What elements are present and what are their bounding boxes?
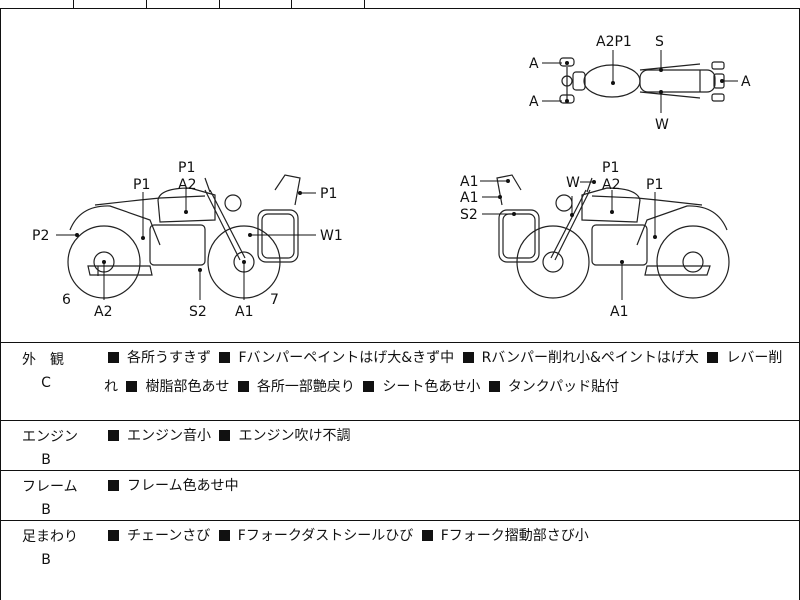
condition-item: シート色あせ小	[382, 379, 481, 395]
condition-item: タンクパッド貼付	[507, 379, 620, 395]
diagram-label: P2	[32, 228, 49, 244]
section-category: エンジン B	[0, 426, 92, 472]
top-view-motorcycle	[559, 57, 725, 104]
diagram-label: W	[655, 117, 669, 133]
section-name: フレーム	[22, 479, 78, 495]
bullet-square-icon	[108, 480, 119, 491]
left-view-motorcycle	[67, 174, 301, 299]
diagram-label: 7	[270, 292, 279, 308]
row-divider	[0, 520, 800, 521]
section-category: 外 観 C	[0, 349, 92, 395]
bullet-square-icon	[488, 381, 500, 392]
diagram-label: P1	[133, 177, 150, 193]
condition-item: チェーンさび	[127, 528, 211, 544]
diagram-label: P1	[178, 160, 195, 176]
section-category: 足まわり B	[0, 526, 92, 572]
bullet-square-icon	[421, 530, 433, 541]
section-grade: B	[41, 502, 51, 518]
diagram-label: S	[655, 34, 664, 50]
condition-item: フレーム色あせ中	[127, 478, 239, 494]
bullet-square-icon	[108, 352, 119, 363]
diagram-label: P1	[646, 177, 663, 193]
section-items: 各所うすきず Fバンパーペイントはげ大&きず中 Rバンパー削れ小&ペイントはげ大…	[104, 344, 784, 402]
bullet-square-icon	[219, 352, 231, 363]
diagram-label: S2	[189, 304, 207, 320]
diagram-label: A2	[602, 177, 620, 193]
section-name: 外 観	[22, 352, 64, 368]
diagram-label: A2	[94, 304, 112, 320]
bullet-square-icon	[707, 352, 719, 363]
section-name: 足まわり	[22, 529, 78, 545]
diagram-label: A1	[460, 174, 478, 190]
diagram-label: A	[529, 56, 539, 72]
condition-item: 樹脂部色あせ	[145, 379, 230, 395]
bullet-square-icon	[363, 381, 375, 392]
diagram-label: W	[566, 175, 580, 191]
section-engine: エンジン B エンジン音小 エンジン吹け不調	[0, 421, 800, 469]
bullet-square-icon	[237, 381, 249, 392]
section-exterior: 外 観 C 各所うすきず Fバンパーペイントはげ大&きず中 Rバンパー削れ小&ペ…	[0, 343, 800, 419]
diagram-label: P1	[320, 186, 337, 202]
section-category: フレーム B	[0, 476, 92, 522]
bullet-square-icon	[219, 430, 231, 441]
section-items: チェーンさび Fフォークダストシールひび Fフォーク摺動部さび小	[104, 522, 784, 551]
diagram-label: 6	[62, 292, 71, 308]
header-divider	[146, 0, 147, 8]
bullet-square-icon	[126, 381, 138, 392]
bullet-square-icon	[218, 530, 230, 541]
condition-item: Fフォーク摺動部さび小	[440, 528, 589, 544]
section-suspension: 足まわり B チェーンさび Fフォークダストシールひび Fフォーク摺動部さび小	[0, 521, 800, 600]
section-grade: C	[41, 375, 51, 391]
row-divider	[0, 470, 800, 471]
row-divider	[0, 420, 800, 421]
right-view-motorcycle	[496, 174, 730, 299]
bullet-square-icon	[462, 352, 474, 363]
condition-item: エンジン吹け不調	[238, 428, 351, 444]
left-border	[0, 8, 1, 600]
header-divider	[291, 0, 292, 8]
bullet-square-icon	[108, 530, 119, 541]
diagram-label: A1	[235, 304, 253, 320]
section-grade: B	[41, 552, 51, 568]
section-grade: B	[41, 452, 51, 468]
header-divider	[73, 0, 74, 8]
diagram-label: S2	[460, 207, 478, 223]
condition-item: Fフォークダストシールひび	[237, 528, 414, 544]
condition-item: 各所一部艶戻り	[256, 379, 355, 395]
motorcycle-damage-diagram: A A A2P1 S A W P1 A2 P1 P1 P2 W1 6 A2 S2…	[32, 34, 751, 320]
diagram-label: A	[529, 94, 539, 110]
diagram-label: W1	[320, 228, 343, 244]
condition-item: Rバンパー削れ小&ペイントはげ大	[481, 350, 699, 366]
condition-item: エンジン音小	[127, 428, 211, 444]
header-divider	[364, 0, 365, 8]
header-divider	[219, 0, 220, 8]
section-items: フレーム色あせ中	[104, 472, 784, 501]
condition-item: 各所うすきず	[127, 350, 211, 366]
bullet-square-icon	[108, 430, 119, 441]
section-items: エンジン音小 エンジン吹け不調	[104, 422, 784, 451]
diagram-label: A1	[610, 304, 628, 320]
diagram-label: A2	[178, 177, 196, 193]
header-bottom-line	[0, 8, 800, 9]
diagram-label: P1	[602, 160, 619, 176]
section-name: エンジン	[22, 429, 78, 445]
diagram-bottom-line	[0, 342, 800, 343]
condition-item: Fバンパーペイントはげ大&きず中	[238, 350, 455, 366]
section-frame: フレーム B フレーム色あせ中	[0, 471, 800, 519]
diagram-label: A1	[460, 190, 478, 206]
diagram-label: A2P1	[596, 34, 632, 50]
diagram-label: A	[741, 74, 751, 90]
condition-item: レバー削れ	[104, 350, 783, 395]
